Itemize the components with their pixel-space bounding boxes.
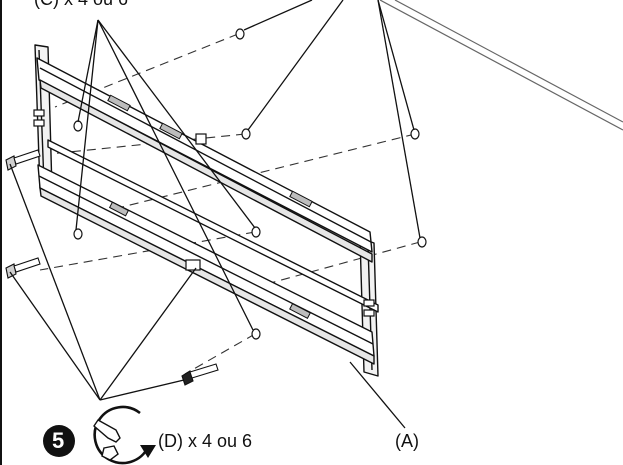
bracket-frame <box>34 44 379 377</box>
wall-edge <box>379 0 623 131</box>
bracket-cross-bar <box>47 139 379 313</box>
bolts <box>5 149 219 386</box>
rotate-arrow-head-icon <box>140 445 156 458</box>
leader-lines <box>9 0 421 429</box>
hardware-label: (D) x 4 ou 6 <box>158 431 253 451</box>
wrench-rotate-icon <box>93 405 150 465</box>
top-partial-label: (C) x 4 ou 6 <box>34 0 128 8</box>
step-number: 5 <box>52 428 65 453</box>
step-badge <box>43 425 75 457</box>
rail-slots <box>107 94 313 319</box>
wrench-icon <box>93 419 121 461</box>
bracket-label: (A) <box>395 431 419 451</box>
bracket-hooks <box>33 109 375 317</box>
washers <box>73 28 427 340</box>
